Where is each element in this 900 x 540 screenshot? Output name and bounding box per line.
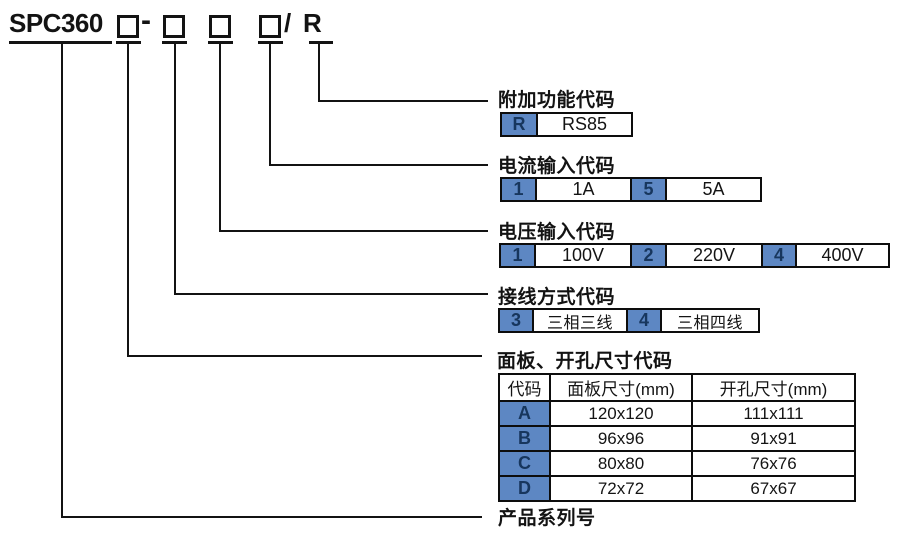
connector-current xyxy=(269,41,271,166)
current-code-value-1: 1A xyxy=(535,177,632,202)
table-row: B 96x96 91x91 xyxy=(498,425,856,452)
connector-series-h xyxy=(61,516,482,518)
connector-wiring xyxy=(174,41,176,295)
header-cutout-size: 开孔尺寸(mm) xyxy=(691,373,856,402)
wiring-code-value-1: 三相三线 xyxy=(532,308,628,333)
current-code-row: 1 1A 5 5A xyxy=(500,177,762,202)
size-code-d: D xyxy=(498,475,551,502)
panel-size-table: 代码 面板尺寸(mm) 开孔尺寸(mm) A 120x120 111x111 B… xyxy=(498,373,856,502)
panel-size-header-row: 代码 面板尺寸(mm) 开孔尺寸(mm) xyxy=(498,373,856,402)
table-row: C 80x80 76x76 xyxy=(498,450,856,477)
panel-size-c: 80x80 xyxy=(549,450,693,477)
model-separator: - xyxy=(141,4,151,37)
voltage-code-value-1: 100V xyxy=(534,243,632,268)
model-suffix: R xyxy=(303,8,322,38)
header-code: 代码 xyxy=(498,373,551,402)
connector-function xyxy=(318,41,320,102)
voltage-code-row: 1 100V 2 220V 4 400V xyxy=(499,243,890,268)
label-function-code: 附加功能代码 xyxy=(498,90,616,111)
label-panel-size-code: 面板、开孔尺寸代码 xyxy=(497,351,673,372)
current-code-key-1: 1 xyxy=(500,177,537,202)
label-wiring-code: 接线方式代码 xyxy=(498,287,616,308)
underline-prefix xyxy=(9,41,112,44)
cutout-size-c: 76x76 xyxy=(691,450,856,477)
table-row: A 120x120 111x111 xyxy=(498,400,856,427)
wiring-code-value-2: 三相四线 xyxy=(660,308,760,333)
code-placeholder-box-1 xyxy=(117,15,139,38)
code-placeholder-box-2 xyxy=(163,15,185,38)
size-code-c: C xyxy=(498,450,551,477)
cutout-size-b: 91x91 xyxy=(691,425,856,452)
wiring-code-key-1: 3 xyxy=(498,308,534,333)
voltage-code-value-3: 400V xyxy=(795,243,890,268)
label-voltage-code: 电压输入代码 xyxy=(498,222,616,243)
cutout-size-d: 67x67 xyxy=(691,475,856,502)
size-code-b: B xyxy=(498,425,551,452)
current-code-key-2: 5 xyxy=(630,177,667,202)
connector-current-h xyxy=(269,164,488,166)
panel-size-d: 72x72 xyxy=(549,475,693,502)
header-panel-size: 面板尺寸(mm) xyxy=(549,373,693,402)
model-prefix: SPC360 xyxy=(9,8,103,38)
code-placeholder-box-4 xyxy=(259,15,281,38)
voltage-code-key-3: 4 xyxy=(761,243,797,268)
connector-voltage xyxy=(219,41,221,232)
voltage-code-value-2: 220V xyxy=(665,243,763,268)
panel-size-b: 96x96 xyxy=(549,425,693,452)
function-code-value: RS85 xyxy=(536,112,633,137)
voltage-code-key-1: 1 xyxy=(499,243,536,268)
connector-panel-h xyxy=(127,355,482,357)
code-placeholder-box-3 xyxy=(209,15,231,38)
connector-function-h xyxy=(318,100,488,102)
size-code-a: A xyxy=(498,400,551,427)
label-current-code: 电流输入代码 xyxy=(498,156,616,177)
function-code-key: R xyxy=(500,112,538,137)
connector-voltage-h xyxy=(219,230,488,232)
connector-series xyxy=(61,41,63,518)
wiring-code-key-2: 4 xyxy=(626,308,662,333)
connector-panel xyxy=(127,41,129,357)
function-code-row: R RS85 xyxy=(500,112,633,137)
cutout-size-a: 111x111 xyxy=(691,400,856,427)
wiring-code-row: 3 三相三线 4 三相四线 xyxy=(498,308,760,333)
model-slash: / xyxy=(284,8,291,38)
panel-size-a: 120x120 xyxy=(549,400,693,427)
underline-suffix xyxy=(309,41,333,44)
label-product-series: 产品系列号 xyxy=(498,508,596,529)
current-code-value-2: 5A xyxy=(665,177,762,202)
voltage-code-key-2: 2 xyxy=(630,243,667,268)
table-row: D 72x72 67x67 xyxy=(498,475,856,502)
connector-wiring-h xyxy=(174,293,488,295)
